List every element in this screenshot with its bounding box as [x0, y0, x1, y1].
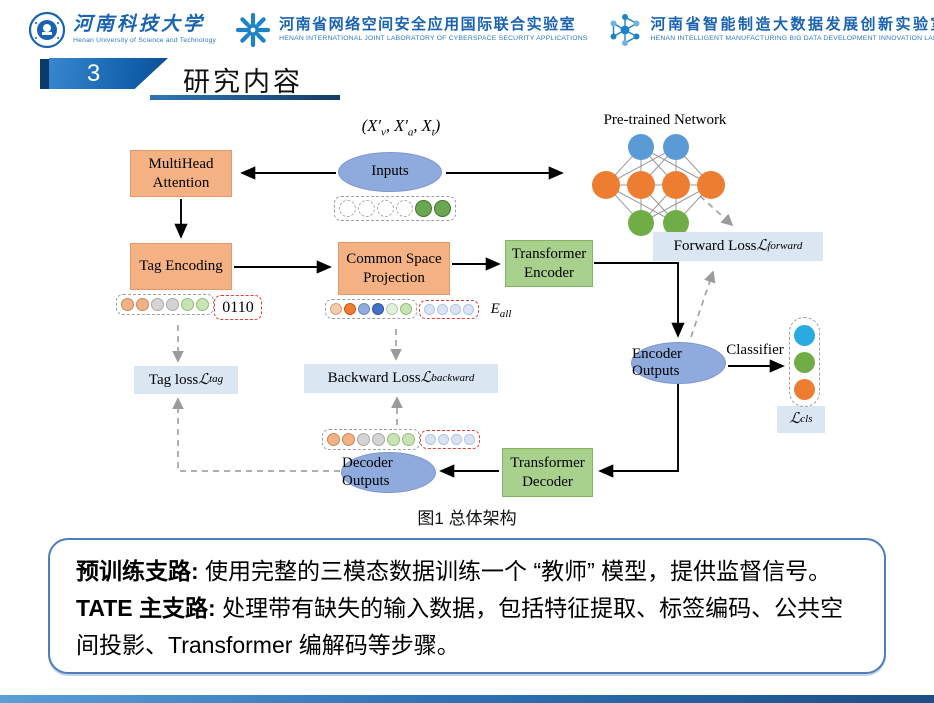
input-token-row — [334, 196, 456, 221]
tag-encoding-box: Tag Encoding — [130, 243, 232, 290]
summary-box: 预训练支路: 使用完整的三模态数据训练一个 “教师” 模型，提供监督信号。 TA… — [48, 538, 886, 674]
summary-line2-term: TATE 主支路: — [76, 595, 216, 621]
summary-line-1: 预训练支路: 使用完整的三模态数据训练一个 “教师” 模型，提供监督信号。 — [76, 553, 858, 590]
classifier-label: Classifier — [726, 342, 784, 358]
org-cyberlab-cn: 河南省网络空间安全应用国际联合实验室 — [279, 16, 577, 34]
org-cyberlab: 河南省网络空间安全应用国际联合实验室 HENAN INTERNATIONAL J… — [234, 11, 587, 49]
common-space-token-row — [325, 299, 417, 319]
org-cyberlab-text: 河南省网络空间安全应用国际联合实验室 HENAN INTERNATIONAL J… — [279, 17, 587, 42]
pretrained-network-icon — [592, 134, 725, 236]
classifier-output-column — [789, 317, 820, 407]
summary-line2-text: 处理带有缺失的输入数据，包括特征提取、标签编码、公共空间投影、Transform… — [76, 595, 844, 658]
title-underline — [150, 95, 340, 100]
common-space-masked-tokens — [419, 300, 479, 319]
inputs-ellipse: Inputs — [338, 152, 442, 192]
common-space-projection-box: Common Space Projection — [338, 242, 450, 295]
snowflake-emblem-icon — [236, 12, 271, 47]
university-seal-icon — [28, 11, 66, 48]
pretrained-network-label: Pre-trained Network — [603, 112, 727, 128]
page-title: 研究内容 — [183, 67, 303, 97]
figure-caption: 图1 总体架构 — [417, 509, 517, 528]
org-bigdatalab: 河南省智能制造大数据发展创新实验室 HENAN INTELLIGENT MANU… — [606, 11, 934, 49]
tag-token-row — [116, 294, 214, 315]
summary-line1-text: 使用完整的三模态数据训练一个 “教师” 模型，提供监督信号。 — [198, 558, 832, 584]
org-university: 河南科技大学 Henan University of Science and T… — [28, 11, 216, 49]
org-university-en: Henan University of Science and Technolo… — [73, 36, 217, 44]
decoder-outputs-ellipse: Decoder Outputs — [341, 452, 436, 493]
decoder-token-row — [322, 429, 420, 450]
encoder-outputs-ellipse: Encoder Outputs — [631, 342, 726, 384]
org-bigdatalab-en: HENAN INTELLIGENT MANUFACTURING BIG DATA… — [650, 34, 934, 42]
summary-line1-term: 预训练支路: — [76, 558, 199, 584]
e-all-label: Eall — [490, 301, 512, 320]
molecule-network-icon — [610, 13, 640, 46]
org-university-text: 河南科技大学 Henan University of Science and T… — [73, 12, 217, 44]
summary-line-2: TATE 主支路: 处理带有缺失的输入数据，包括特征提取、标签编码、公共空间投影… — [76, 590, 858, 664]
org-bigdatalab-text: 河南省智能制造大数据发展创新实验室 HENAN INTELLIGENT MANU… — [651, 17, 934, 42]
section-number: 3 — [86, 59, 101, 87]
multihead-attention-box: MultiHead Attention — [130, 150, 232, 197]
header-bar: 河南科技大学 Henan University of Science and T… — [0, 0, 934, 55]
transformer-decoder-box: Transformer Decoder — [502, 448, 593, 497]
tag-bits-box: 0110 — [214, 295, 262, 320]
org-cyberlab-en: HENAN INTERNATIONAL JOINT LABORATORY OF … — [279, 34, 588, 42]
org-bigdatalab-cn: 河南省智能制造大数据发展创新实验室 — [650, 16, 934, 34]
decoder-masked-tokens — [420, 430, 480, 449]
transformer-encoder-box: Transformer Encoder — [505, 240, 593, 287]
footer-accent-bar — [0, 695, 934, 703]
section-number-badge: 3 — [49, 58, 168, 89]
inputs-formula: (X′v, X′a, Xt) — [361, 116, 441, 139]
org-university-cn: 河南科技大学 — [73, 12, 206, 35]
